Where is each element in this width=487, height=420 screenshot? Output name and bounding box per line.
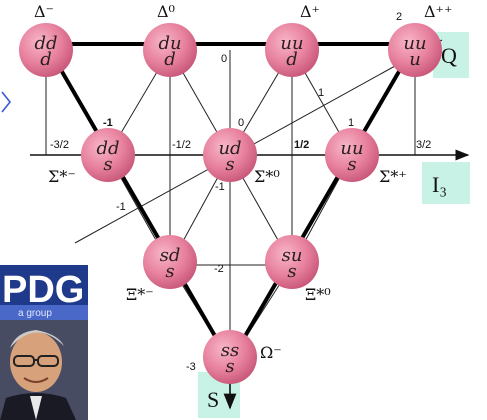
svg-text:su: su <box>282 245 303 266</box>
tick-s-neg1: -1 <box>215 181 225 193</box>
name-delta-plus: Δ⁺ <box>300 2 320 21</box>
svg-text:dd: dd <box>96 138 119 159</box>
tick-s-neg2: -2 <box>214 263 224 275</box>
tick-extra-neg1-bold: -1 <box>103 117 113 129</box>
particle-sigma-star-minus[interactable]: dd s <box>81 128 135 182</box>
svg-text:s: s <box>347 154 356 175</box>
name-sigma-star-plus: Σ*⁺ <box>379 167 407 186</box>
tick-s-neg3: -3 <box>186 361 196 373</box>
particle-omega-minus[interactable]: ss s <box>203 330 257 384</box>
svg-text:d: d <box>286 49 298 70</box>
pdg-logo-subtext: a group <box>18 308 52 319</box>
particle-sigma-star-zero[interactable]: ud s <box>203 128 257 182</box>
name-xi-star-zero: Ξ*⁰ <box>305 285 331 304</box>
name-delta-plusplus: Δ⁺⁺ <box>424 2 452 21</box>
particle-delta-plusplus[interactable]: uu u <box>388 23 442 77</box>
axis-label-q: Q <box>441 43 457 68</box>
svg-text:uu: uu <box>340 138 363 159</box>
svg-text:s: s <box>287 261 296 282</box>
svg-text:d: d <box>164 49 176 70</box>
svg-text:uu: uu <box>280 33 303 54</box>
particle-delta-plus[interactable]: uu d <box>265 23 319 77</box>
i3-axis-box <box>422 162 470 204</box>
tick-i3-3-2: 3/2 <box>416 139 431 151</box>
pdg-logo-text: PDG <box>2 269 84 311</box>
name-omega-minus: Ω⁻ <box>260 343 282 362</box>
left-chevron-icon <box>1 91 12 113</box>
svg-text:s: s <box>165 261 174 282</box>
tick-q-1: 1 <box>318 87 324 99</box>
name-delta-zero: Δ⁰ <box>157 2 175 21</box>
svg-text:ud: ud <box>218 138 241 159</box>
tick-q-0: 0 <box>238 117 244 129</box>
svg-text:dd: dd <box>34 33 57 54</box>
axis-label-s: S <box>207 387 219 412</box>
particle-sigma-star-plus[interactable]: uu s <box>325 128 379 182</box>
guide-lines <box>45 39 443 363</box>
name-xi-star-minus: Ξ*⁻ <box>126 285 154 304</box>
svg-text:ss: ss <box>221 340 239 361</box>
svg-text:sd: sd <box>160 245 181 266</box>
svg-text:du: du <box>158 33 181 54</box>
portrait-photo <box>0 320 88 420</box>
name-sigma-star-minus: Σ*⁻ <box>48 167 76 186</box>
tick-q-neg1: -1 <box>116 201 126 213</box>
tick-i3-neg-1-2: -1/2 <box>172 139 191 151</box>
tick-s-0: 0 <box>221 53 227 65</box>
tick-i3-1-2: 1/2 <box>294 139 309 151</box>
tick-q-2: 2 <box>396 11 402 23</box>
particle-delta-zero[interactable]: du d <box>143 23 197 77</box>
pdg-logo: PDG a group <box>0 265 88 320</box>
name-delta-minus: Δ⁻ <box>34 2 54 21</box>
particle-nodes: dd d du d uu d uu u dd s ud s <box>19 23 442 384</box>
axis-label-i3: I₃ <box>432 172 447 197</box>
decuplet-edges <box>44 42 417 364</box>
svg-text:u: u <box>409 49 421 70</box>
svg-text:s: s <box>225 154 234 175</box>
tick-i3-neg-3-2: -3/2 <box>50 139 69 151</box>
svg-text:uu: uu <box>403 33 426 54</box>
svg-text:s: s <box>225 356 234 377</box>
tick-extra-1: 1 <box>348 117 354 129</box>
svg-text:d: d <box>40 49 52 70</box>
particle-delta-minus[interactable]: dd d <box>19 23 73 77</box>
name-sigma-star-zero: Σ*⁰ <box>254 167 280 186</box>
particle-xi-star-minus[interactable]: sd s <box>143 235 197 289</box>
svg-text:s: s <box>103 154 112 175</box>
particle-xi-star-zero[interactable]: su s <box>265 235 319 289</box>
